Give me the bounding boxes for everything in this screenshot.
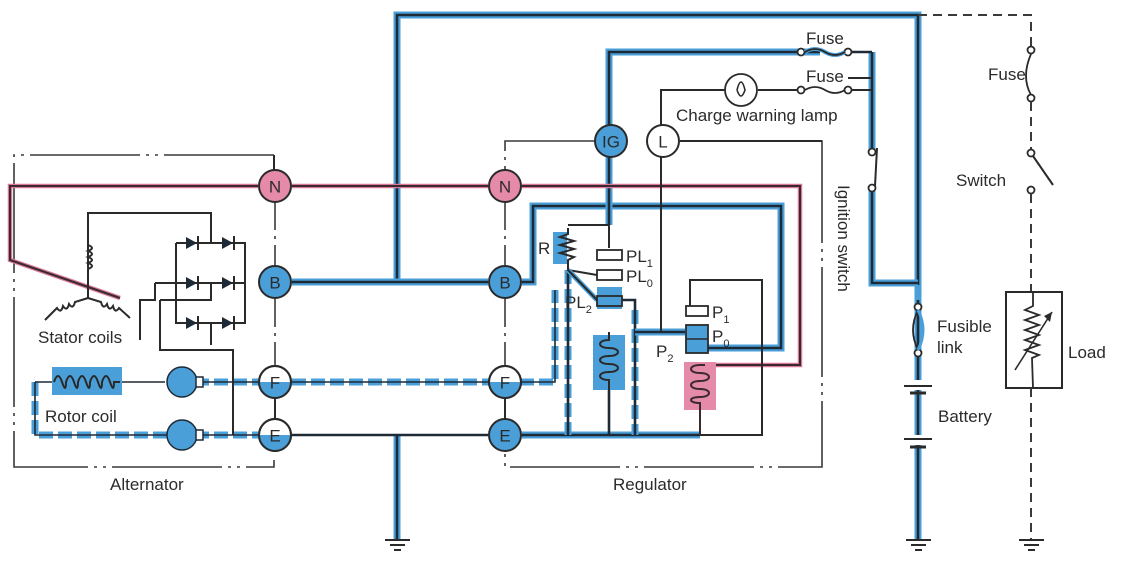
regulator-terminal-f: F <box>488 365 522 399</box>
load-circuit <box>918 14 1063 540</box>
contact-pl0: PL0 <box>596 267 653 290</box>
svg-text:F: F <box>270 374 280 393</box>
svg-text:PL1: PL1 <box>626 247 653 270</box>
regulator-terminal-l: L <box>646 124 680 158</box>
slip-ring-icon <box>166 366 204 398</box>
svg-text:L: L <box>658 133 667 152</box>
svg-text:IG: IG <box>602 133 620 152</box>
battery-icon <box>904 380 932 449</box>
rotor-coil-icon <box>52 367 122 395</box>
stator-coils-label: Stator coils <box>38 328 122 347</box>
diode-icon <box>222 236 235 250</box>
ignition-switch-icon <box>867 147 878 193</box>
voltage-coil-icon <box>593 332 625 390</box>
alternator-label: Alternator <box>110 475 184 494</box>
fusible-link-label-1: Fusible <box>937 317 992 336</box>
diode-icon <box>186 316 199 330</box>
contact-p2-label: P2 <box>656 342 673 365</box>
fuse-ig-label: Fuse <box>806 29 844 48</box>
rectifier-diodes <box>186 236 235 330</box>
load-switch-icon <box>1032 155 1054 186</box>
ground-icon <box>906 539 931 551</box>
resistor-r-icon <box>553 228 578 270</box>
fusible-link-icon <box>912 302 925 358</box>
load-fuse-icon <box>1025 53 1032 96</box>
regulator-terminal-b: B <box>488 265 522 299</box>
variable-resistor-icon <box>1022 292 1042 389</box>
fuse-ig-icon <box>796 47 853 57</box>
contact-pl1: PL1 <box>596 247 653 270</box>
ignition-switch-label: Ignition switch <box>834 185 853 292</box>
contact-p1: P1 <box>685 303 729 326</box>
alternator-terminal-b: B <box>258 265 292 299</box>
svg-text:N: N <box>499 178 511 197</box>
contact-pl2: PL2 <box>565 287 623 316</box>
svg-text:N: N <box>269 178 281 197</box>
alternator-frame <box>13 154 275 468</box>
regulator-terminal-ig: IG <box>594 124 628 158</box>
diode-icon <box>222 316 235 330</box>
charge-warning-lamp-label: Charge warning lamp <box>676 106 838 125</box>
svg-text:B: B <box>499 274 510 293</box>
svg-text:E: E <box>269 427 280 446</box>
regulator-label: Regulator <box>613 475 687 494</box>
svg-text:F: F <box>500 374 510 393</box>
fuse-lamp-label: Fuse <box>806 67 844 86</box>
fusible-link-label-2: link <box>937 338 963 357</box>
regulator-terminal-e: E <box>488 418 522 452</box>
battery-label: Battery <box>938 407 992 426</box>
regulator-frame <box>504 140 823 468</box>
svg-text:P1: P1 <box>712 303 729 326</box>
charge-warning-lamp-icon <box>724 73 758 107</box>
stator-coils-icon <box>44 244 131 321</box>
contact-p0: P0 <box>685 324 729 354</box>
ground-icon <box>385 539 410 551</box>
relay-coil-icon <box>684 362 716 435</box>
diode-icon <box>222 276 235 290</box>
svg-text:P0: P0 <box>712 327 729 350</box>
diode-icon <box>186 236 199 250</box>
diode-icon <box>186 276 199 290</box>
fuse-lamp-icon <box>796 85 872 95</box>
rotor-coil-label: Rotor coil <box>45 407 117 426</box>
load-switch-label: Switch <box>956 171 1006 190</box>
resistor-label: R <box>538 239 550 258</box>
svg-text:PL0: PL0 <box>626 267 653 290</box>
regulator-terminal-n: N <box>488 169 522 203</box>
ground-icon <box>1019 539 1044 551</box>
alternator-terminal-f: F <box>258 365 292 399</box>
load-fuse-label: Fuse <box>988 65 1026 84</box>
svg-text:PL2: PL2 <box>565 293 592 316</box>
load-label: Load <box>1068 343 1106 362</box>
terminal-links <box>274 200 506 420</box>
alternator-terminal-n: N <box>258 169 292 203</box>
blue-wires <box>31 11 922 540</box>
svg-text:E: E <box>499 427 510 446</box>
slip-ring-icon <box>166 419 204 451</box>
svg-text:B: B <box>269 274 280 293</box>
alternator-terminal-e: E <box>258 418 292 452</box>
